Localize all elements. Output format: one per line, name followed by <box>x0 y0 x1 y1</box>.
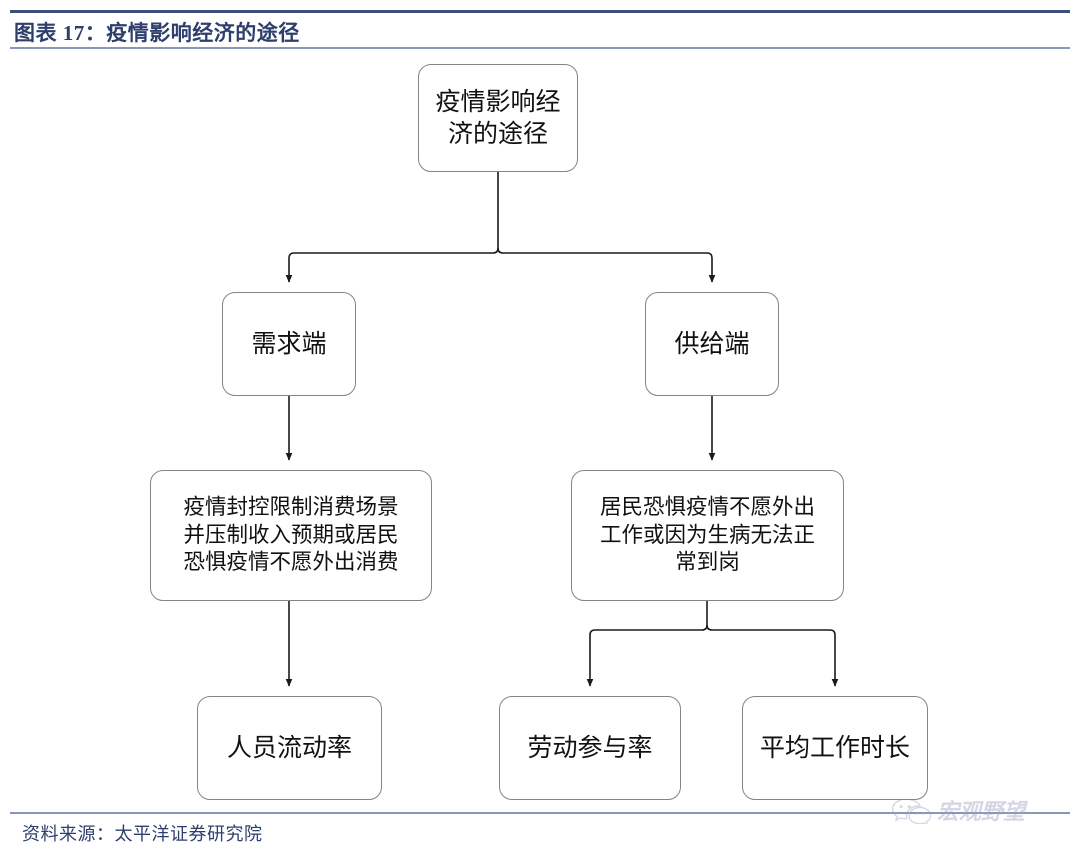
node-mobility-rate-label: 人员流动率 <box>226 734 352 762</box>
node-supply-detail-label: 居民恐惧疫情不愿外出 工作或因为生病无法正 常到岗 <box>599 495 815 575</box>
connector-layer <box>285 172 839 687</box>
page-title: 图表 17：疫情影响经济的途径 <box>14 21 300 45</box>
node-demand-side-label: 需求端 <box>251 330 327 358</box>
node-root[interactable]: 疫情影响经 济的途径 <box>418 64 578 172</box>
node-demand-side[interactable]: 需求端 <box>222 292 356 396</box>
node-supply-detail[interactable]: 居民恐惧疫情不愿外出 工作或因为生病无法正 常到岗 <box>571 470 844 601</box>
edge-supply-detail-to-hours <box>706 624 839 687</box>
node-labor-participation-rate[interactable]: 劳动参与率 <box>499 696 681 800</box>
edge-supply-detail-to-labor <box>586 601 708 687</box>
node-average-working-hours[interactable]: 平均工作时长 <box>742 696 928 800</box>
footer-rule <box>10 812 1070 814</box>
node-labor-participation-rate-label: 劳动参与率 <box>527 734 653 762</box>
header-rule-bottom <box>10 47 1070 49</box>
flowchart-diagram: 疫情影响经 济的途径 需求端 供给端 疫情封控限制消费场景 并压制收入预期或居民… <box>0 50 1080 810</box>
node-mobility-rate[interactable]: 人员流动率 <box>197 696 382 800</box>
node-root-label: 疫情影响经 济的途径 <box>435 88 561 148</box>
node-average-working-hours-label: 平均工作时长 <box>759 734 910 762</box>
node-supply-side-label: 供给端 <box>674 330 750 358</box>
source-note: 资料来源：太平洋证券研究院 <box>22 824 263 844</box>
node-demand-detail-label: 疫情封控限制消费场景 并压制收入预期或居民 恐惧疫情不愿外出消费 <box>183 495 399 575</box>
edge-root-to-supply <box>497 247 716 283</box>
node-supply-side[interactable]: 供给端 <box>645 292 779 396</box>
header-rule-top <box>10 10 1070 13</box>
edge-root-to-demand <box>285 172 499 283</box>
node-demand-detail[interactable]: 疫情封控限制消费场景 并压制收入预期或居民 恐惧疫情不愿外出消费 <box>150 470 432 601</box>
